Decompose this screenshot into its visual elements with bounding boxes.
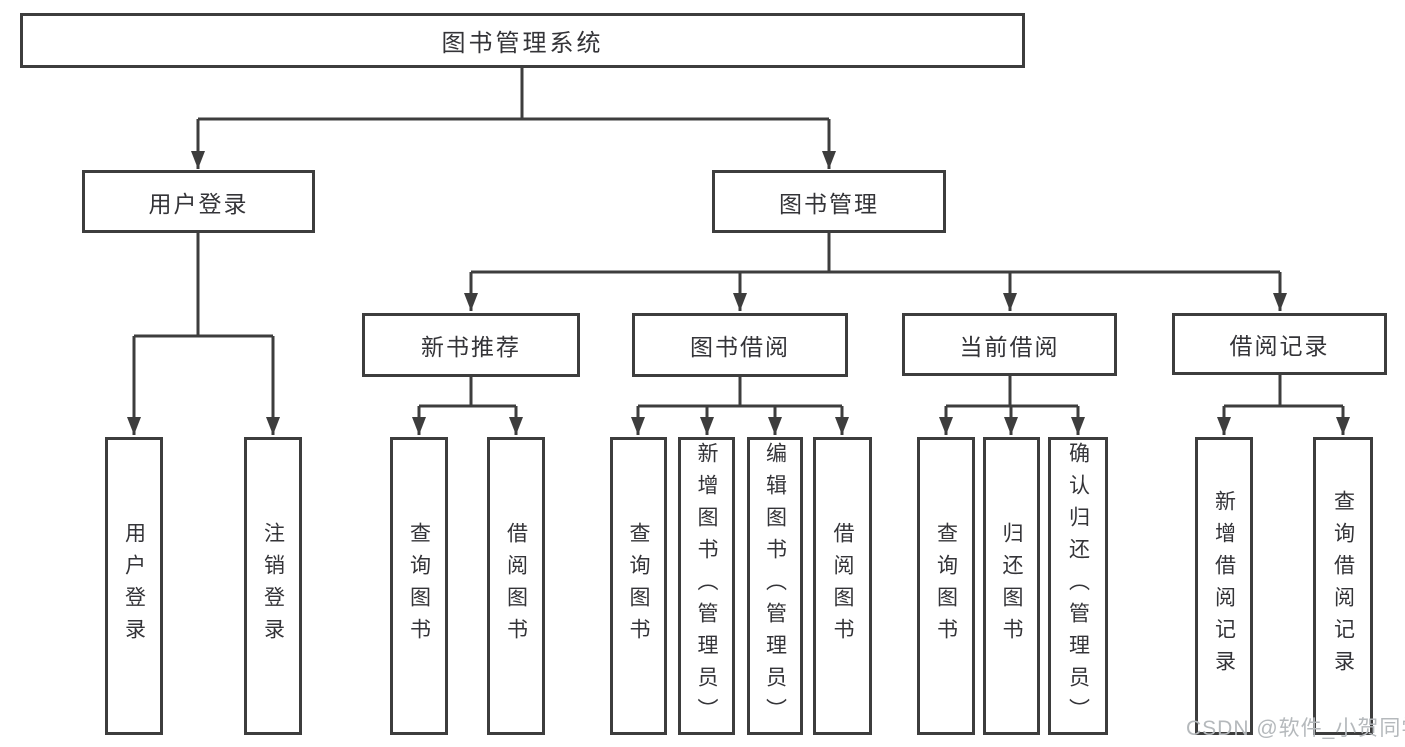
- leaf-records-add-record: 新增借阅记录: [1195, 437, 1253, 735]
- leaf-logout-login: 注销登录: [244, 437, 302, 735]
- node-label: 用户登录: [122, 522, 146, 650]
- node-book-borrowing: 图书借阅: [632, 313, 848, 377]
- leaf-records-query-record: 查询借阅记录: [1313, 437, 1373, 735]
- leaf-current-confirm-return-admin: 确认归还（管理员）: [1048, 437, 1108, 735]
- node-label: 图书借阅: [690, 334, 790, 360]
- connector-user-login-to-leaves: [127, 233, 280, 435]
- node-label: 查询借阅记录: [1331, 490, 1355, 682]
- node-label: 当前借阅: [959, 333, 1060, 360]
- leaf-borrowing-add-books-admin: 新增图书（管理员）: [678, 437, 735, 735]
- leaf-borrowing-query-books: 查询图书: [610, 437, 667, 735]
- csdn-watermark: CSDN @软件_小贺同学: [1186, 717, 1405, 740]
- leaf-borrowing-borrow-books: 借阅图书: [813, 437, 872, 735]
- connector-root-to-level2: [191, 68, 836, 169]
- connector-current-to-leaves: [939, 376, 1085, 435]
- node-label: 借阅图书: [831, 522, 855, 650]
- node-label: 注销登录: [261, 522, 285, 650]
- leaf-recommend-borrow-books: 借阅图书: [487, 437, 545, 735]
- leaf-borrowing-edit-books-admin: 编辑图书（管理员）: [747, 437, 803, 735]
- node-current-borrowing: 当前借阅: [902, 313, 1117, 376]
- node-label: 新书推荐: [421, 334, 521, 360]
- connector-borrowing-to-leaves: [631, 377, 849, 435]
- node-label: 查询图书: [934, 522, 958, 650]
- node-label: 图书管理: [779, 190, 879, 217]
- node-borrowing-records: 借阅记录: [1172, 313, 1387, 375]
- node-user-login: 用户登录: [82, 170, 315, 233]
- leaf-recommend-query-books: 查询图书: [390, 437, 448, 735]
- node-label: 借阅记录: [1229, 333, 1330, 359]
- node-label: 确认归还（管理员）: [1066, 442, 1090, 730]
- node-book-management: 图书管理: [712, 170, 946, 233]
- node-library-management-system: 图书管理系统: [20, 13, 1025, 68]
- node-label: 查询图书: [627, 522, 651, 650]
- node-label: 新增图书（管理员）: [695, 442, 719, 730]
- node-label: 编辑图书（管理员）: [763, 442, 787, 730]
- node-label: 查询图书: [407, 522, 431, 650]
- node-label: 借阅图书: [504, 522, 528, 650]
- node-label: 图书管理系统: [441, 30, 604, 57]
- leaf-current-query-books: 查询图书: [917, 437, 975, 735]
- connector-recommend-to-leaves: [412, 377, 523, 435]
- node-label: 新增借阅记录: [1212, 490, 1236, 682]
- node-label: 归还图书: [1000, 522, 1024, 650]
- connector-records-to-leaves: [1217, 375, 1350, 435]
- leaf-current-return-books: 归还图书: [983, 437, 1040, 735]
- node-label: 用户登录: [148, 190, 249, 217]
- node-new-book-recommend: 新书推荐: [362, 313, 580, 377]
- connector-book-mgmt-to-level3: [464, 233, 1287, 311]
- leaf-user-login: 用户登录: [105, 437, 163, 735]
